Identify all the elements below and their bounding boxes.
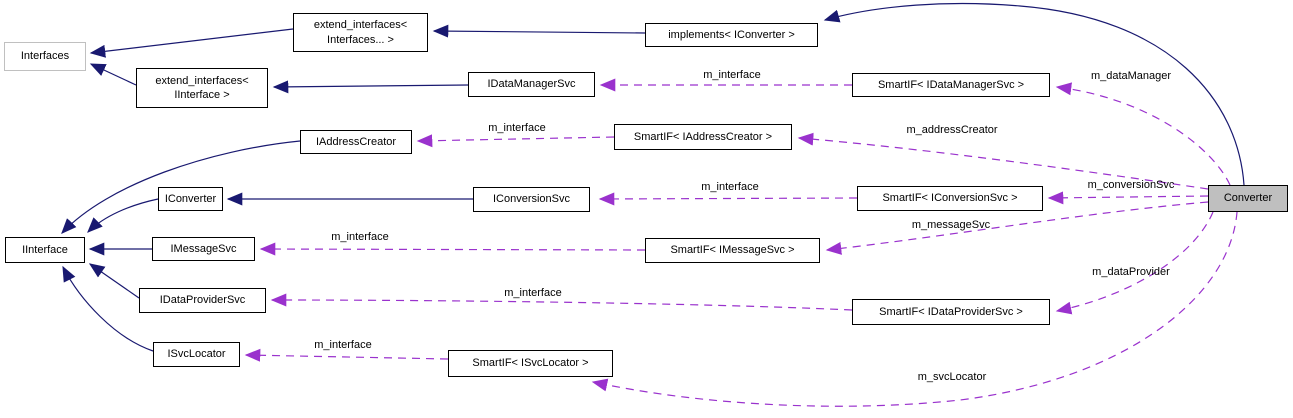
node-label: IConversionSvc (492, 193, 571, 206)
edge-label-m-interface-dataprovider: m_interface (504, 287, 562, 299)
node-label: SmartIF< IAddressCreator > (633, 130, 773, 143)
node-extend-interfaces-variadic[interactable]: extend_interfaces< Interfaces... > (293, 13, 428, 52)
edge-label-m-interface-messagesvc: m_interface (331, 231, 389, 243)
node-label: IAddressCreator (315, 135, 397, 148)
node-smartif-isvclocator[interactable]: SmartIF< ISvcLocator > (448, 350, 613, 377)
edge-idatamanagersvc-to-extendiinterface (272, 80, 469, 94)
node-iconverter[interactable]: IConverter (158, 187, 223, 211)
edge-isvclocator-to-iinterface (62, 265, 154, 352)
edge-extendiinterface-to-interfaces (89, 63, 137, 86)
edge-smartifaddresscreator-to-iaddresscreator (416, 134, 615, 148)
node-label: SmartIF< IDataProviderSvc > (879, 305, 1023, 318)
node-iaddresscreator[interactable]: IAddressCreator (300, 130, 412, 154)
node-label: IDataManagerSvc (487, 78, 576, 91)
edge-label-m-addresscreator: m_addressCreator (906, 124, 998, 136)
node-label: implements< IConverter > (668, 28, 795, 41)
edge-label-m-conversionsvc: m_conversionSvc (1087, 179, 1175, 191)
node-label: Converter (1223, 192, 1273, 205)
node-label: IInterface (22, 243, 68, 256)
edge-label-m-interface-addresscreator: m_interface (488, 122, 546, 134)
node-label: SmartIF< ISvcLocator > (472, 357, 589, 370)
node-smartif-iaddresscreator[interactable]: SmartIF< IAddressCreator > (614, 124, 792, 150)
edge-implements-to-extendinterfaces (432, 24, 646, 38)
node-extend-interfaces-iinterface[interactable]: extend_interfaces< IInterface > (136, 68, 268, 108)
edge-smartifdataprovider-to-idataprovidersvc (270, 293, 853, 311)
node-label: Interfaces (20, 50, 70, 63)
node-idatamanagersvc[interactable]: IDataManagerSvc (468, 72, 595, 97)
node-label: SmartIF< IConversionSvc > (882, 192, 1018, 205)
edge-label-m-datamanager: m_dataManager (1090, 70, 1172, 82)
node-label: IMessageSvc (170, 242, 237, 255)
edge-label-m-svclocator: m_svcLocator (917, 371, 987, 383)
edge-iaddresscreator-to-iinterface (61, 140, 301, 234)
edge-extendinterfaces-to-interfaces (89, 28, 294, 58)
node-iinterface[interactable]: IInterface (5, 237, 85, 263)
node-iconversionsvc[interactable]: IConversionSvc (473, 187, 590, 212)
node-label: extend_interfaces< IInterface > (155, 74, 249, 101)
edge-converter-to-smartifdataprovider (1055, 211, 1214, 315)
node-label: SmartIF< IDataManagerSvc > (877, 78, 1025, 91)
node-idataprovidersvc[interactable]: IDataProviderSvc (139, 288, 266, 313)
edge-label-m-interface-conversionsvc: m_interface (701, 181, 759, 193)
node-smartif-idatamanagersvc[interactable]: SmartIF< IDataManagerSvc > (852, 73, 1050, 97)
edge-label-m-interface-svclocator: m_interface (314, 339, 372, 351)
edge-smartifmessagesvc-to-imessagesvc (259, 242, 646, 256)
node-smartif-imessagesvc[interactable]: SmartIF< IMessageSvc > (645, 238, 820, 263)
node-label: IConverter (164, 192, 217, 205)
node-label: SmartIF< IMessageSvc > (670, 244, 795, 257)
edge-converter-to-implements (823, 2, 1245, 186)
node-smartif-iconversionsvc[interactable]: SmartIF< IConversionSvc > (857, 186, 1043, 211)
edge-iconverter-to-iinterface (87, 198, 159, 233)
node-isvclocator[interactable]: ISvcLocator (153, 342, 240, 367)
edge-converter-to-smartifmessagesvc (825, 201, 1209, 255)
node-smartif-idataprovidersvc[interactable]: SmartIF< IDataProviderSvc > (852, 299, 1050, 325)
edge-label-m-interface-datamanager: m_interface (703, 69, 761, 81)
edge-label-m-dataprovider: m_dataProvider (1092, 266, 1170, 278)
edge-converter-to-smartifconversionsvc (1047, 191, 1209, 205)
edge-converter-to-smartifdatamanager (1055, 82, 1231, 186)
node-implements-iconverter[interactable]: implements< IConverter > (645, 23, 818, 47)
node-label: IDataProviderSvc (159, 294, 246, 307)
node-label: ISvcLocator (167, 348, 226, 361)
edge-smartifconversionsvc-to-iconversionsvc (598, 192, 858, 206)
node-converter[interactable]: Converter (1208, 185, 1288, 212)
edge-idataprovidersvc-to-iinterface (88, 263, 140, 299)
edge-smartifsvclocator-to-isvclocator (244, 348, 449, 362)
node-imessagesvc[interactable]: IMessageSvc (152, 237, 255, 261)
edge-converter-to-smartifsvclocator (591, 211, 1238, 407)
edge-label-m-messagesvc: m_messageSvc (911, 219, 991, 231)
node-interfaces[interactable]: Interfaces (4, 42, 86, 71)
node-label: extend_interfaces< Interfaces... > (313, 19, 408, 46)
